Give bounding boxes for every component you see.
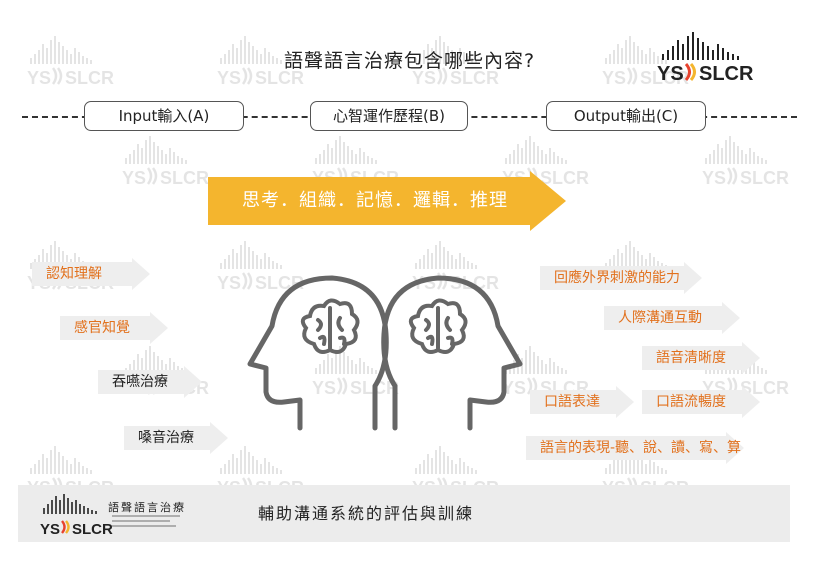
svg-text:YS: YS	[702, 168, 726, 188]
brain-head-right-icon	[381, 275, 523, 431]
right-item: 語音清晰度	[642, 342, 760, 374]
left-item: 嗓音治療	[124, 422, 228, 454]
brain-head-left-icon	[247, 275, 389, 431]
svg-text:YS: YS	[122, 168, 146, 188]
right-item-label: 口語表達	[544, 394, 600, 410]
right-item: 語言的表現-聽、說、讀、寫、算	[526, 432, 744, 464]
svg-text:YS: YS	[217, 273, 241, 293]
right-item-label: 語言的表現-聽、說、讀、寫、算	[540, 440, 742, 456]
right-item: 口語流暢度	[642, 386, 760, 418]
footer-logo: YS SLCR	[40, 494, 180, 538]
brain-heads-illustration	[247, 275, 523, 431]
right-item-label: 語音清晰度	[656, 350, 726, 366]
right-item-label: 口語流暢度	[656, 394, 726, 410]
brand-logo: YS SLCR	[655, 26, 755, 85]
svg-text:SLCR: SLCR	[72, 521, 113, 538]
right-item: 口語表達	[530, 386, 634, 418]
right-item: 回應外界刺激的能力	[540, 262, 702, 294]
svg-text:YS: YS	[40, 521, 60, 538]
svg-text:YS: YS	[657, 63, 684, 84]
watermark-logo: YS SLCR	[120, 130, 215, 188]
process-arrow	[208, 171, 566, 231]
right-item: 人際溝通互動	[604, 302, 740, 334]
left-item: 認知理解	[32, 258, 150, 290]
left-item: 感官知覺	[60, 312, 168, 344]
sound-bars-logo-icon: YS SLCR	[657, 32, 754, 85]
footer-brand-name: 語聲語言治療	[108, 501, 186, 514]
svg-text:SLCR: SLCR	[160, 168, 209, 188]
right-item-label: 人際溝通互動	[618, 310, 702, 326]
page-title: 語聲語言治療包含哪些內容?	[283, 50, 536, 72]
process-arrow-label: 思考．組織．記憶．邏輯．推理	[242, 190, 508, 211]
stage-input: Input輸入(A)	[84, 101, 244, 131]
svg-text:SLCR: SLCR	[699, 63, 754, 84]
svg-text:SLCR: SLCR	[740, 168, 789, 188]
left-item: 吞嚥治療	[98, 366, 202, 398]
watermark-logo: YS SLCR	[700, 130, 795, 188]
stage-mental-process: 心智運作歷程(B)	[310, 101, 468, 131]
left-item-label: 嗓音治療	[138, 430, 194, 446]
right-item-label: 回應外界刺激的能力	[554, 270, 680, 286]
footer-caption: 輔助溝通系統的評估與訓練	[258, 504, 475, 523]
footer-bar	[18, 485, 790, 542]
stage-output: Output輸出(C)	[546, 101, 706, 131]
left-item-label: 吞嚥治療	[112, 374, 168, 390]
left-item-label: 感官知覺	[74, 320, 130, 336]
left-item-label: 認知理解	[46, 266, 102, 282]
